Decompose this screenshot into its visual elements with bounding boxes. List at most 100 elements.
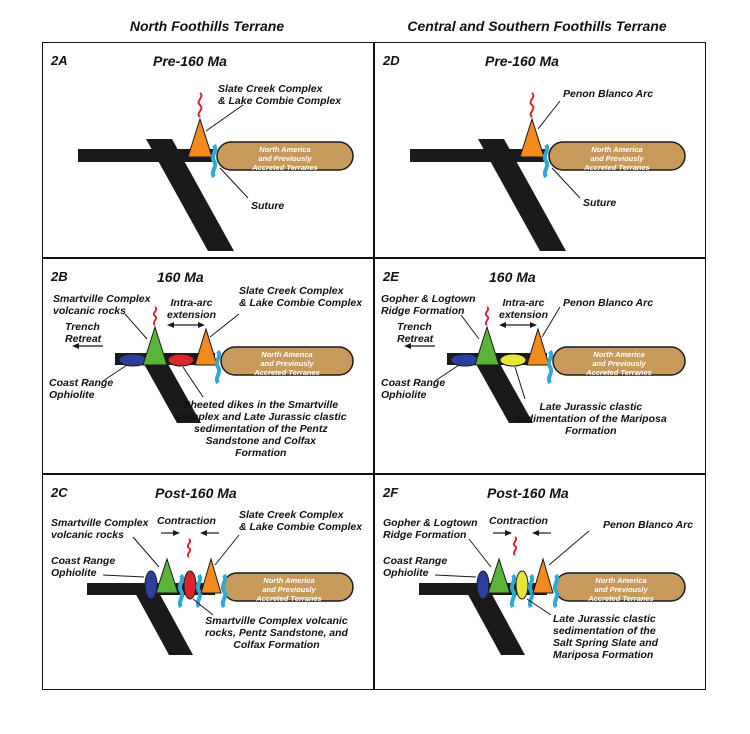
oceanic-plate — [78, 149, 213, 162]
panel-2d-diagram — [410, 92, 686, 251]
north-america-block — [220, 346, 354, 376]
sediment-leader — [514, 366, 526, 400]
salt-spring-mariposa-basin — [515, 570, 529, 600]
north-america-label: North America and Previously Accreted Te… — [254, 350, 320, 377]
central-southern-column-title: Central and Southern Foothills Terrane — [407, 18, 667, 34]
north-america-block — [216, 141, 354, 171]
north-foothills-column-title: North Foothills Terrane — [129, 18, 285, 34]
magma-icon — [197, 92, 203, 118]
suture-icon — [220, 573, 228, 609]
panel-id: 2A — [51, 53, 68, 68]
sediment-label: Late Jurassic clastic sedimentation of t… — [553, 613, 659, 661]
volcanic-label: Smartville Complex volcanic rocks — [51, 517, 149, 541]
ophiolite-label: Coast Range Ophiolite — [51, 555, 116, 579]
north-america-label: North America and Previously Accreted Te… — [256, 576, 322, 603]
arc-label: Penon Blanco Arc — [603, 519, 694, 531]
suture-label: Suture — [251, 200, 285, 212]
north-america-block — [548, 141, 686, 171]
suture-icon — [542, 143, 550, 179]
penon-blanco-arc — [526, 327, 550, 366]
panel-2c: 2C Post-160 Ma Smartville Complex volcan… — [42, 474, 374, 690]
panel-age: Post-160 Ma — [487, 485, 569, 501]
trench-retreat-label: Trench Retreat — [397, 321, 434, 345]
magma-icon — [484, 306, 490, 326]
suture-icon — [552, 573, 560, 609]
panel-id: 2E — [383, 269, 399, 284]
subducting-slab — [465, 589, 525, 655]
magma-icon — [152, 306, 158, 326]
volcanic-label: Gopher & Logtown Ridge Formation — [383, 517, 478, 541]
suture-icon — [546, 349, 554, 385]
panel-2c-diagram — [87, 530, 354, 655]
ophiolite-label: Coast Range Ophiolite — [381, 377, 446, 401]
arrowhead-icon — [173, 530, 180, 536]
trench-retreat-label: Trench Retreat — [65, 321, 102, 345]
ophiolite-label: Coast Range Ophiolite — [383, 555, 448, 579]
volcanic-leader — [132, 536, 160, 568]
sediment-leader — [182, 366, 204, 398]
sediment-label: Smartville Complex volcanic rocks, Pentz… — [205, 615, 348, 651]
panel-id: 2C — [51, 485, 68, 500]
arrowhead-icon — [404, 343, 411, 349]
arrowhead-icon — [532, 530, 539, 536]
subducting-slab — [146, 139, 234, 251]
slate-creek-arc — [187, 117, 213, 158]
smartville-volcanic-arc — [155, 557, 179, 594]
north-america-label: North America and Previously Accreted Te… — [584, 145, 650, 172]
contraction-label: Contraction — [489, 515, 548, 527]
panel-2f-diagram — [419, 530, 686, 655]
pentz-colfax-basin — [183, 570, 197, 600]
ophiolite-leader — [434, 364, 460, 382]
subducting-slab — [471, 355, 533, 423]
subducting-slab — [139, 355, 201, 423]
subducting-slab — [478, 139, 566, 251]
suture-icon — [177, 573, 185, 609]
panel-2b: 2B 160 Ma Smartville Complex volcanic ro… — [42, 258, 374, 474]
subducting-slab — [133, 589, 193, 655]
mariposa-basin — [499, 353, 527, 367]
suture-leader — [219, 167, 249, 199]
arc-label: Slate Creek Complex & Lake Combie Comple… — [218, 83, 342, 107]
arc-leader — [541, 306, 561, 338]
arc-label: Slate Creek Complex & Lake Combie Comple… — [239, 509, 363, 533]
slate-creek-arc — [194, 327, 218, 366]
panel-2a: 2A Pre-160 Ma Slate Creek Complex & Lake… — [42, 42, 374, 258]
panel-age: Pre-160 Ma — [485, 53, 559, 69]
arc-leader — [214, 534, 240, 566]
ophiolite-leader — [434, 574, 477, 578]
panel-id: 2D — [383, 53, 400, 68]
arrowhead-icon — [72, 343, 79, 349]
suture-icon — [509, 573, 517, 609]
coast-range-ophiolite — [476, 570, 490, 600]
magma-icon — [512, 536, 518, 556]
ophiolite-label: Coast Range Ophiolite — [49, 377, 114, 401]
panel-2a-diagram — [78, 92, 354, 251]
volcanic-leader — [468, 538, 492, 568]
smartville-volcanic-arc — [142, 325, 168, 366]
arc-leader — [209, 313, 240, 338]
sediment-label: Sheeted dikes in the Smartville Complex … — [175, 399, 347, 459]
arrowhead-icon — [505, 530, 512, 536]
panel-2f: 2F Post-160 Ma Gopher & Logtown Ridge Fo… — [374, 474, 706, 690]
suture-leader — [551, 167, 581, 199]
slate-creek-arc — [200, 557, 222, 594]
panel-2e: 2E 160 Ma Gopher & Logtown Ridge Formati… — [374, 258, 706, 474]
arc-leader — [537, 100, 561, 130]
arrowhead-icon — [167, 322, 174, 328]
volcanic-leader — [460, 314, 480, 340]
suture-icon — [214, 349, 222, 385]
extension-label: Intra-arc extension — [167, 297, 217, 321]
sheeted-dikes-basin — [167, 353, 195, 367]
north-america-label: North America and Previously Accreted Te… — [586, 350, 652, 377]
ophiolite-leader — [102, 574, 145, 578]
panel-id: 2B — [51, 269, 68, 284]
oceanic-plate — [410, 149, 545, 162]
suture-icon — [527, 573, 535, 609]
volcanic-label: Smartville Complex volcanic rocks — [53, 293, 151, 317]
magma-icon — [186, 538, 192, 558]
arc-label: Slate Creek Complex & Lake Combie Comple… — [239, 285, 363, 309]
panel-age: 160 Ma — [489, 269, 536, 285]
sediment-leader — [526, 598, 552, 616]
arc-leader — [205, 104, 244, 132]
arrowhead-icon — [499, 322, 506, 328]
